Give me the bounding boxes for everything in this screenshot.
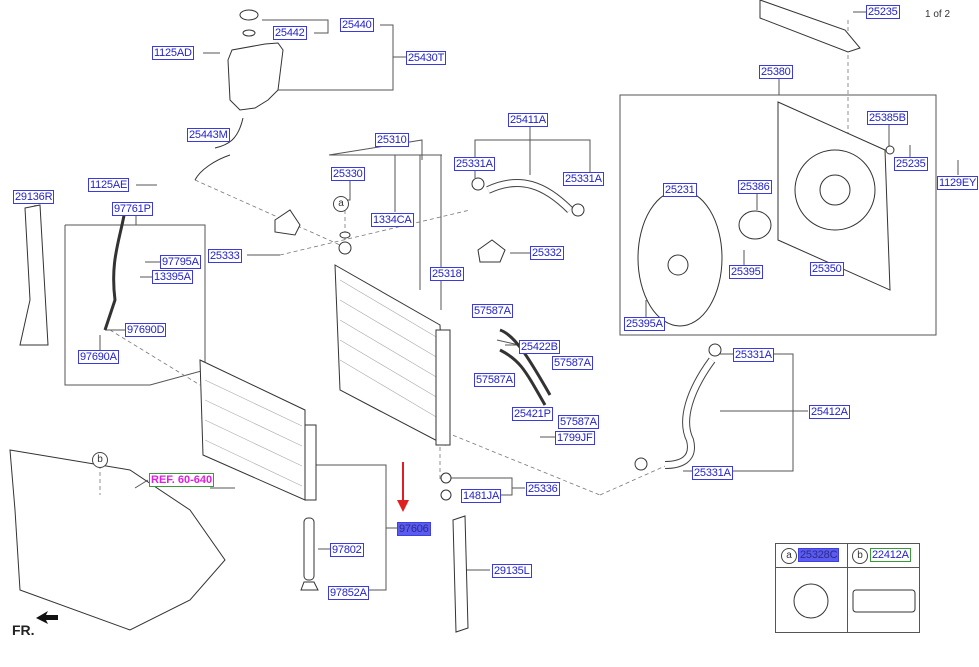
part-label-25421P[interactable]: 25421P bbox=[512, 407, 553, 421]
air-guard-right bbox=[452, 515, 469, 633]
part-label-25331A[interactable]: 25331A bbox=[563, 172, 604, 186]
part-label-97690D[interactable]: 97690D bbox=[125, 323, 167, 337]
part-label-97761P[interactable]: 97761P bbox=[112, 202, 153, 216]
part-label-25231[interactable]: 25231 bbox=[663, 183, 697, 197]
legend-part-25328C[interactable]: 25328C bbox=[798, 548, 840, 562]
reservoir-cap bbox=[239, 9, 259, 21]
pagination-indicator: 1 of 2 bbox=[925, 9, 951, 20]
part-label-25440[interactable]: 25440 bbox=[340, 18, 374, 32]
part-label-13395A[interactable]: 13395A bbox=[152, 270, 193, 284]
part-label-25330[interactable]: 25330 bbox=[331, 167, 365, 181]
part-label-57587A[interactable]: 57587A bbox=[472, 304, 513, 318]
part-label-1334CA[interactable]: 1334CA bbox=[371, 213, 414, 227]
legend-table: a 25328C b 22412A bbox=[775, 543, 920, 633]
part-label-1129EY[interactable]: 1129EY bbox=[937, 176, 979, 190]
part-label-97606-selected[interactable]: 97606 bbox=[397, 522, 431, 536]
legend-part-22412A[interactable]: 22412A bbox=[870, 548, 911, 562]
bracket-25332 bbox=[477, 239, 506, 263]
ac-pipe bbox=[103, 209, 127, 331]
bracket-25333 bbox=[274, 209, 301, 236]
part-label-25443M[interactable]: 25443M bbox=[187, 128, 230, 142]
part-label-25412A[interactable]: 25412A bbox=[809, 405, 850, 419]
air-guard-left bbox=[19, 204, 49, 346]
part-label-57587A[interactable]: 57587A bbox=[474, 373, 515, 387]
part-label-29135L[interactable]: 29135L bbox=[492, 564, 532, 578]
part-label-25430T[interactable]: 25430T bbox=[406, 51, 447, 65]
callout-a: a bbox=[333, 196, 349, 212]
part-label-97795A[interactable]: 97795A bbox=[160, 255, 201, 269]
part-label-25380[interactable]: 25380 bbox=[759, 65, 793, 79]
part-label-25395[interactable]: 25395 bbox=[729, 265, 763, 279]
coolant-reservoir bbox=[227, 42, 284, 111]
part-label-25331A[interactable]: 25331A bbox=[454, 157, 495, 171]
part-label-25333[interactable]: 25333 bbox=[208, 249, 242, 263]
legend-callout-b: b bbox=[852, 548, 868, 564]
part-label-1125AE[interactable]: 1125AE bbox=[88, 178, 130, 192]
part-label-1125AD[interactable]: 1125AD bbox=[152, 46, 194, 60]
front-arrow-icon bbox=[36, 611, 58, 624]
part-label-25336[interactable]: 25336 bbox=[526, 482, 560, 496]
part-label-25395A[interactable]: 25395A bbox=[624, 317, 665, 331]
part-label-25318[interactable]: 25318 bbox=[430, 267, 464, 281]
part-label-25411A[interactable]: 25411A bbox=[508, 113, 548, 127]
part-label-57587A[interactable]: 57587A bbox=[552, 356, 593, 370]
part-label-25310[interactable]: 25310 bbox=[375, 133, 409, 147]
leader-25440 bbox=[262, 19, 329, 34]
upper-bracket bbox=[759, 0, 861, 53]
part-label-97852A[interactable]: 97852A bbox=[328, 586, 369, 600]
part-label-1481JA[interactable]: 1481JA bbox=[461, 489, 502, 503]
legend-divider bbox=[776, 567, 919, 568]
part-label-25350[interactable]: 25350 bbox=[810, 262, 844, 276]
front-orientation-label: FR. bbox=[12, 622, 35, 638]
part-label-25385B[interactable]: 25385B bbox=[867, 111, 908, 125]
reference-link[interactable]: REF. 60-640 bbox=[149, 473, 215, 487]
part-label-25422B[interactable]: 25422B bbox=[519, 340, 560, 354]
radiator bbox=[334, 264, 446, 446]
part-label-25331A[interactable]: 25331A bbox=[692, 466, 733, 480]
condenser bbox=[199, 359, 306, 501]
callout-b: b bbox=[92, 452, 108, 468]
part-label-25386[interactable]: 25386 bbox=[738, 180, 772, 194]
receiver-drier bbox=[303, 517, 315, 581]
part-label-25235[interactable]: 25235 bbox=[894, 157, 928, 171]
part-label-1799JF[interactable]: 1799JF bbox=[555, 431, 595, 445]
part-label-97690A[interactable]: 97690A bbox=[78, 350, 119, 364]
part-label-57587A[interactable]: 57587A bbox=[558, 415, 599, 429]
fan-motor bbox=[738, 210, 772, 240]
part-label-25235[interactable]: 25235 bbox=[866, 5, 900, 19]
part-label-25332[interactable]: 25332 bbox=[530, 246, 564, 260]
part-label-25442[interactable]: 25442 bbox=[273, 26, 307, 40]
part-label-25331A[interactable]: 25331A bbox=[733, 348, 774, 362]
part-label-29136R[interactable]: 29136R bbox=[13, 190, 55, 204]
legend-divider bbox=[847, 544, 848, 632]
legend-callout-a: a bbox=[781, 548, 797, 564]
red-arrow-indicator bbox=[397, 462, 409, 512]
part-label-97802[interactable]: 97802 bbox=[330, 543, 364, 557]
